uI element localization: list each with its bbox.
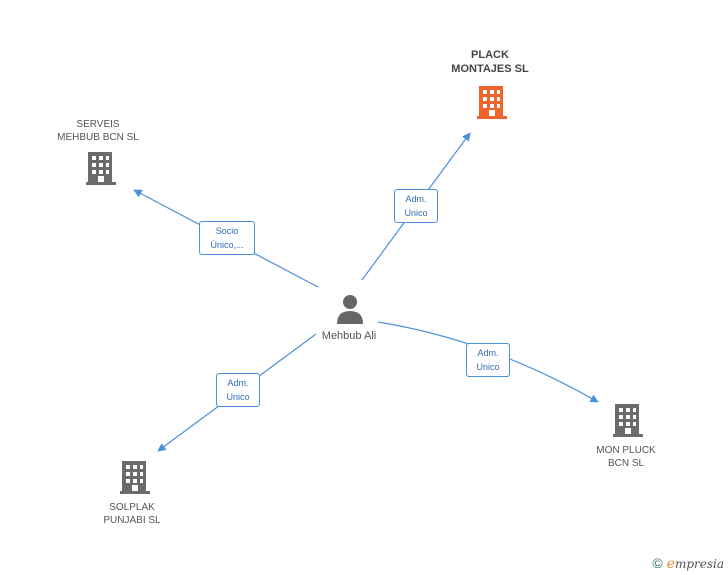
brand-rest: mpresia	[674, 557, 724, 571]
edge-label-solplak[interactable]: Adm. Unico	[216, 373, 260, 407]
edge-label-plack[interactable]: Adm. Unico	[394, 189, 438, 223]
edge-label-line1: Adm.	[405, 194, 427, 204]
edge-label-line1: Socio	[215, 226, 239, 236]
company-name-line1: PLACK	[471, 49, 509, 61]
company-label-solplak[interactable]: SOLPLAK PUNJABI SL	[82, 501, 182, 527]
edge-label-line2: Unico	[476, 362, 500, 372]
edge-label-line2: Único,...	[210, 240, 244, 250]
company-name-line1: SOLPLAK	[109, 502, 155, 513]
edge-label-line2: Unico	[404, 208, 428, 218]
edge-label-monpluck[interactable]: Adm. Unico	[466, 343, 510, 377]
edge-label-line1: Adm.	[477, 348, 499, 358]
company-name-line2: MONTAJES SL	[451, 63, 529, 75]
person-icon[interactable]	[337, 295, 363, 324]
company-name-line2: MEHBUB BCN SL	[57, 132, 139, 143]
company-label-monpluck[interactable]: MON PLUCK BCN SL	[576, 444, 676, 470]
company-name-line2: PUNJABI SL	[103, 515, 161, 526]
edge-label-serveis[interactable]: Socio Único,...	[199, 221, 255, 255]
edge-label-line2: Unico	[226, 392, 250, 402]
company-label-serveis[interactable]: SERVEIS MEHBUB BCN SL	[43, 118, 153, 144]
brand-logo: empresia	[666, 556, 724, 572]
building-icon[interactable]	[86, 152, 116, 185]
company-name-line2: BCN SL	[607, 458, 645, 469]
building-icon[interactable]	[477, 86, 507, 119]
company-label-plack[interactable]: PLACK MONTAJES SL	[440, 48, 540, 76]
edge-label-line1: Adm.	[227, 378, 249, 388]
person-name: Mehbub Ali	[321, 330, 377, 342]
footer-brand[interactable]: ©empresia	[652, 555, 724, 572]
person-label[interactable]: Mehbub Ali	[299, 330, 399, 343]
building-icon[interactable]	[120, 461, 150, 494]
company-name-line1: MON PLUCK	[596, 445, 656, 456]
building-icon[interactable]	[613, 404, 643, 437]
brand-initial: e	[666, 556, 675, 572]
company-name-line1: SERVEIS	[76, 119, 120, 130]
copyright-icon: ©	[652, 555, 663, 571]
